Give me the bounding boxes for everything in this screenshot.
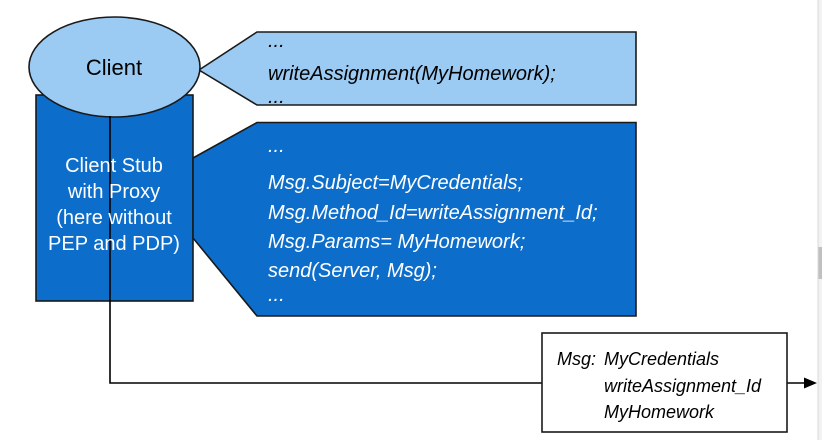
client-ellipse [28,16,201,118]
scrollbar-track[interactable] [817,0,822,440]
client-stub-label-line: with Proxy [67,181,160,203]
call-code-line: ... [268,30,285,52]
client-stub-label-line: (here without [56,207,172,229]
message-value: MyCredentials [604,349,719,369]
message-contents-box [541,332,788,433]
call-code-line: ... [268,86,285,108]
scrollbar-thumb[interactable] [818,247,822,279]
client-label: Client [86,55,142,80]
call-code-line: writeAssignment(MyHomework); [268,63,556,85]
message-label: Msg: [557,349,596,369]
marshal-code-line: Msg.Params= MyHomework; [268,231,525,253]
client-stub-label-line: PEP and PDP) [48,233,180,255]
client-stub-box [35,94,194,302]
marshalling-code-callout [192,121,637,317]
marshal-code-line: Msg.Subject=MyCredentials; [268,172,523,194]
message-value: writeAssignment_Id [604,376,762,396]
message-value: MyHomework [604,402,715,422]
client-stub-label-line: Client Stub [65,155,163,177]
marshal-code-line: ... [268,135,285,157]
arrowhead-icon [804,377,817,389]
marshal-code-line: send(Server, Msg); [268,260,437,282]
call-code-callout [197,31,637,106]
marshal-code-line: ... [268,284,285,306]
marshal-code-line: Msg.Method_Id=writeAssignment_Id; [268,202,598,224]
